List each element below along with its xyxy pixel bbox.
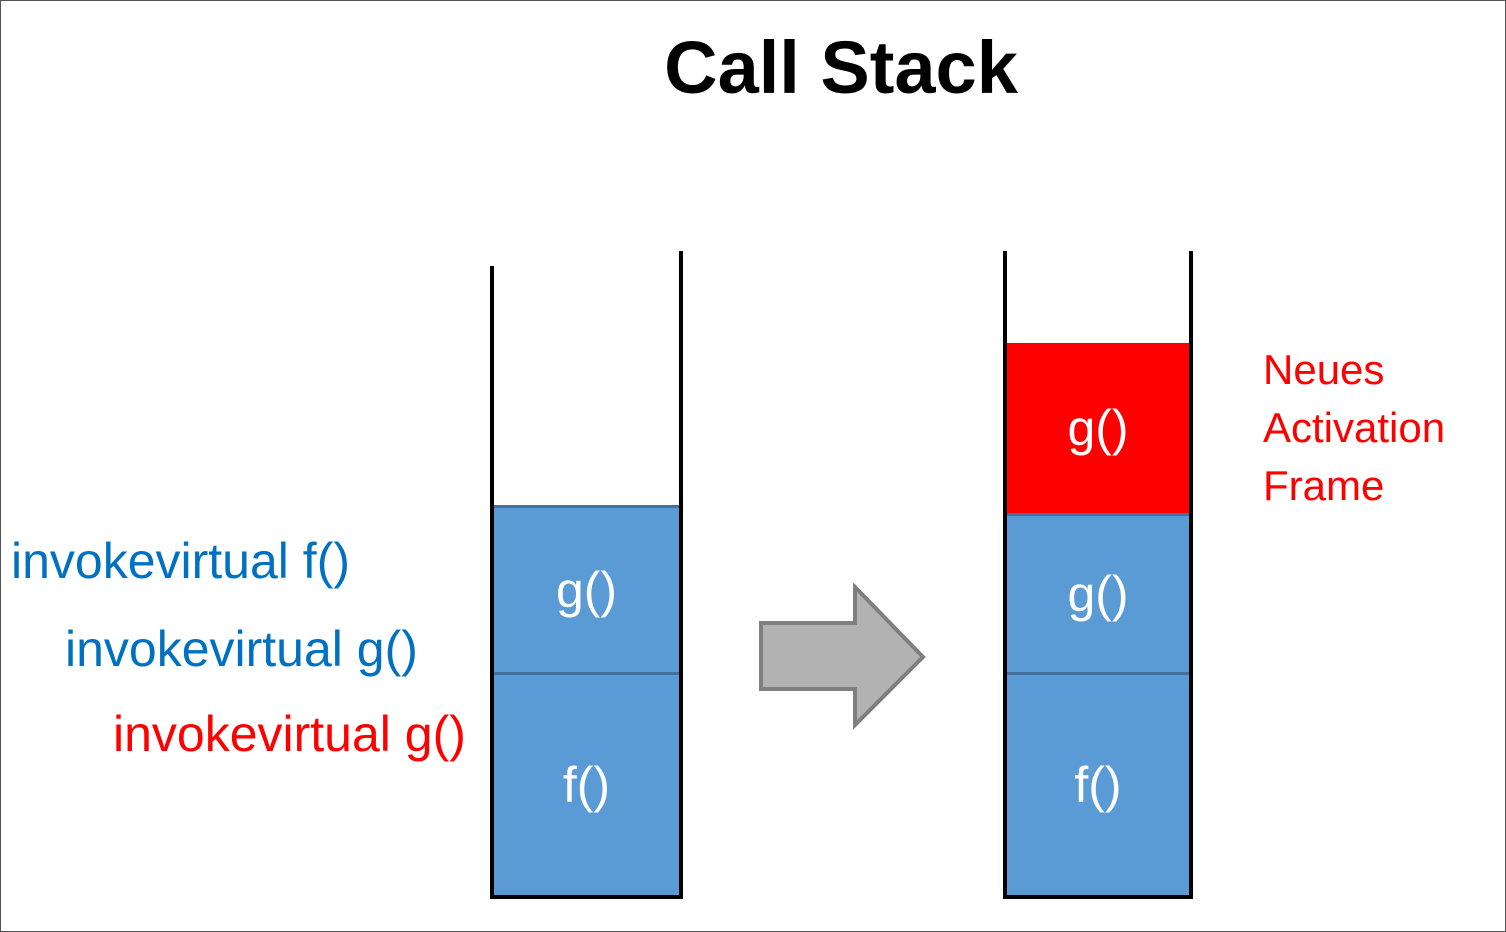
stack-after-right-wall bbox=[1189, 251, 1193, 899]
stack-before-frame-f: f() bbox=[494, 672, 679, 895]
note-line-1: Neues bbox=[1263, 346, 1385, 393]
stack-before-floor bbox=[490, 895, 683, 899]
stack-after-frame-f: f() bbox=[1007, 672, 1189, 895]
stack-before-right-wall bbox=[679, 251, 683, 899]
stack-before-frame-g: g() bbox=[494, 505, 679, 672]
new-frame-note: Neues Activation Frame bbox=[1263, 341, 1445, 515]
instruction-invoke-g: invokevirtual g() bbox=[65, 621, 418, 677]
stack-after-frame-g: g() bbox=[1007, 513, 1189, 672]
stack-after-frame-g-new: g() bbox=[1007, 343, 1189, 513]
note-line-2: Activation bbox=[1263, 404, 1446, 451]
instruction-invoke-f: invokevirtual f() bbox=[11, 533, 350, 589]
right-arrow-icon bbox=[759, 583, 926, 730]
note-line-3: Frame bbox=[1263, 462, 1385, 509]
stack-before-left-wall bbox=[490, 266, 494, 899]
diagram-title: Call Stack bbox=[664, 26, 1018, 109]
stack-after-left-wall bbox=[1003, 251, 1007, 899]
instruction-invoke-g-new: invokevirtual g() bbox=[113, 706, 466, 762]
stack-after-floor bbox=[1003, 895, 1193, 899]
